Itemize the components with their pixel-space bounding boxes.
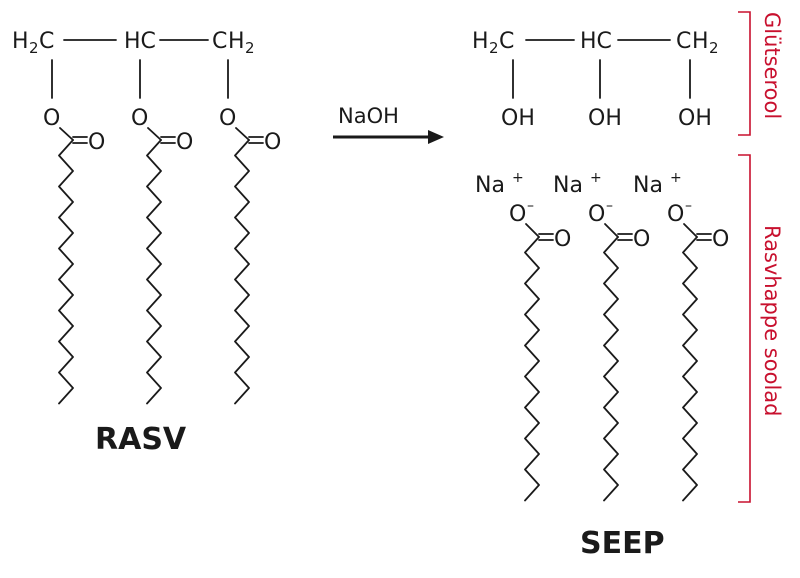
ch2-left-c: C bbox=[39, 29, 54, 54]
ester-o-3: O bbox=[219, 106, 236, 131]
glycerol-ch2-left-sub: 2 bbox=[489, 39, 499, 57]
carboxylate-o-1: O bbox=[509, 202, 526, 227]
ch2-right-c: C bbox=[212, 29, 227, 54]
ch2-left-h: H bbox=[12, 29, 29, 54]
soap-chain-3 bbox=[682, 236, 698, 502]
fatty-chain-1 bbox=[58, 139, 74, 405]
bracket-glycerol: Glütserool bbox=[738, 11, 784, 136]
sodium-ion-2: Na bbox=[553, 173, 583, 198]
reagent-label: NaOH bbox=[338, 104, 399, 128]
fatty-chain-3 bbox=[234, 139, 250, 405]
glycerol-ch2-left-h: H bbox=[472, 29, 489, 54]
reactant-label: RASV bbox=[95, 422, 187, 457]
reaction-arrow-head bbox=[428, 130, 444, 144]
glycerol-hc: HC bbox=[580, 29, 612, 54]
glycerol-side-label: Glütserool bbox=[760, 12, 784, 119]
sodium-ion-1: Na bbox=[475, 173, 505, 198]
fat-molecule: H 2 C HC C H 2 O O O O O O bbox=[12, 29, 281, 457]
carbonyl-o-3: O bbox=[264, 130, 281, 155]
carboxylate-charge-1: – bbox=[527, 198, 534, 214]
carbonyl-o-1: O bbox=[88, 130, 105, 155]
ester-o-1: O bbox=[43, 106, 60, 131]
glycerol-oh-2: OH bbox=[588, 106, 622, 131]
soap-chain-1 bbox=[524, 236, 540, 502]
soap-oc-bond-2 bbox=[604, 223, 619, 238]
product-label: SEEP bbox=[580, 526, 665, 561]
ester-o-2: O bbox=[131, 106, 148, 131]
sodium-charge-3: + bbox=[670, 170, 682, 186]
ch2-right-sub: 2 bbox=[245, 39, 255, 57]
ch2-right-h: H bbox=[228, 29, 245, 54]
soap-oc-bond-3 bbox=[683, 223, 698, 238]
glycerol-ch2-right-c: C bbox=[676, 29, 691, 54]
soap-chain-2 bbox=[603, 236, 619, 502]
glycerol-oh-3: OH bbox=[678, 106, 712, 131]
oc-bond-1 bbox=[59, 127, 74, 141]
glycerol-molecule: H 2 C HC C H 2 OH OH OH bbox=[472, 29, 719, 131]
ch2-left-sub: 2 bbox=[29, 39, 39, 57]
soap-carbonyl-o-2: O bbox=[633, 227, 650, 252]
carboxylate-charge-3: – bbox=[685, 198, 692, 214]
carbonyl-o-2: O bbox=[176, 130, 193, 155]
sodium-ion-3: Na bbox=[633, 173, 663, 198]
carboxylate-charge-2: – bbox=[606, 198, 613, 214]
bracket-glycerol-line bbox=[738, 11, 751, 136]
glycerol-ch2-right-sub: 2 bbox=[709, 39, 719, 57]
hc-middle: HC bbox=[124, 29, 156, 54]
sodium-charge-2: + bbox=[590, 170, 602, 186]
carboxylate-o-2: O bbox=[588, 202, 605, 227]
bracket-salts: Rasvhappe soolad bbox=[738, 154, 784, 503]
glycerol-ch2-left-c: C bbox=[499, 29, 514, 54]
carboxylate-o-3: O bbox=[667, 202, 684, 227]
soap-oc-bond-1 bbox=[525, 223, 540, 238]
bracket-salts-line bbox=[738, 154, 751, 503]
soap-carbonyl-o-1: O bbox=[554, 227, 571, 252]
glycerol-ch2-right-h: H bbox=[692, 29, 709, 54]
soap-molecules: Na + Na + Na + O – O – O – O O O SEEP bbox=[475, 170, 729, 561]
glycerol-oh-1: OH bbox=[501, 106, 535, 131]
soap-carbonyl-o-3: O bbox=[712, 227, 729, 252]
oc-bond-2 bbox=[147, 127, 162, 141]
salts-side-label: Rasvhappe soolad bbox=[760, 225, 784, 416]
oc-bond-3 bbox=[235, 127, 250, 141]
reaction-arrow-group: NaOH bbox=[333, 104, 444, 144]
fatty-chain-2 bbox=[146, 139, 162, 405]
sodium-charge-1: + bbox=[512, 170, 524, 186]
